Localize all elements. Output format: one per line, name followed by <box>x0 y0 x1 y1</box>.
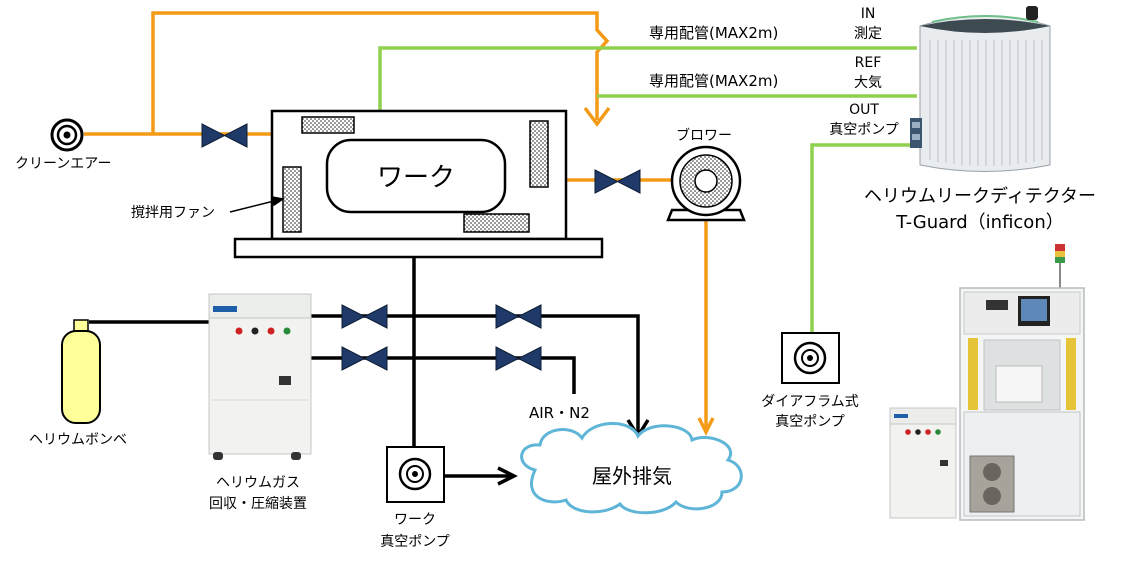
helium-cylinder-label: ヘリウムボンベ <box>29 432 127 448</box>
pipe-label-in: 専用配管(MAX2m) <box>649 24 778 42</box>
exhaust-cloud-icon <box>520 422 743 515</box>
work-label: ワーク <box>377 163 455 193</box>
recovery-unit-label: ヘリウムガス <box>216 475 300 491</box>
clean-air-label: クリーンエアー <box>15 156 111 172</box>
recovery-unit-sub-label: 回収・圧縮装置 <box>209 496 307 512</box>
pipe-label-ref: 専用配管(MAX2m) <box>649 72 778 90</box>
helium-recovery-unit-image <box>208 293 312 460</box>
port-in-sub-label: 測定 <box>854 26 882 42</box>
port-out-label: OUT <box>849 102 879 118</box>
port-in-label: IN <box>861 6 876 22</box>
helium-cylinder-icon <box>61 319 101 424</box>
diaphragm-pump-label: ダイアフラム式 <box>761 394 859 410</box>
port-ref-label: REF <box>855 55 882 71</box>
clean-air-inlet-icon <box>50 118 84 152</box>
valve-icon <box>341 346 388 371</box>
detector-name-label: ヘリウムリークディテクター <box>864 186 1096 207</box>
test-chamber <box>233 109 604 259</box>
blower-icon <box>666 145 746 222</box>
fan-pointer <box>229 196 285 213</box>
detector-model-label: T-Guard（inficon） <box>895 212 1063 233</box>
work-piece <box>325 138 507 214</box>
exhaust-label: 屋外排気 <box>592 464 672 488</box>
valve-icon <box>495 304 542 329</box>
diaphragm-pump-sub-label: 真空ポンプ <box>775 414 845 430</box>
work-pump-sub-label: 真空ポンプ <box>380 534 450 550</box>
port-ref-sub-label: 大気 <box>854 75 882 91</box>
valve-icon <box>495 346 542 371</box>
work-pump-label: ワーク <box>394 512 436 528</box>
leak-detector-image <box>910 6 1051 172</box>
work-vacuum-pump-icon <box>386 446 445 503</box>
port-out-sub-label: 真空ポンプ <box>829 122 899 138</box>
valve-icon <box>594 169 641 194</box>
leak-test-machine-image <box>889 244 1085 521</box>
valve-icon <box>201 123 248 148</box>
leak-detector-piping <box>378 46 917 333</box>
diaphragm-pump-icon <box>781 332 840 384</box>
fan-label: 撹拌用ファン <box>131 205 215 221</box>
valve-icon <box>341 304 388 329</box>
air-n2-label: AIR・N2 <box>529 404 590 422</box>
blower-label: ブロワー <box>676 127 732 144</box>
